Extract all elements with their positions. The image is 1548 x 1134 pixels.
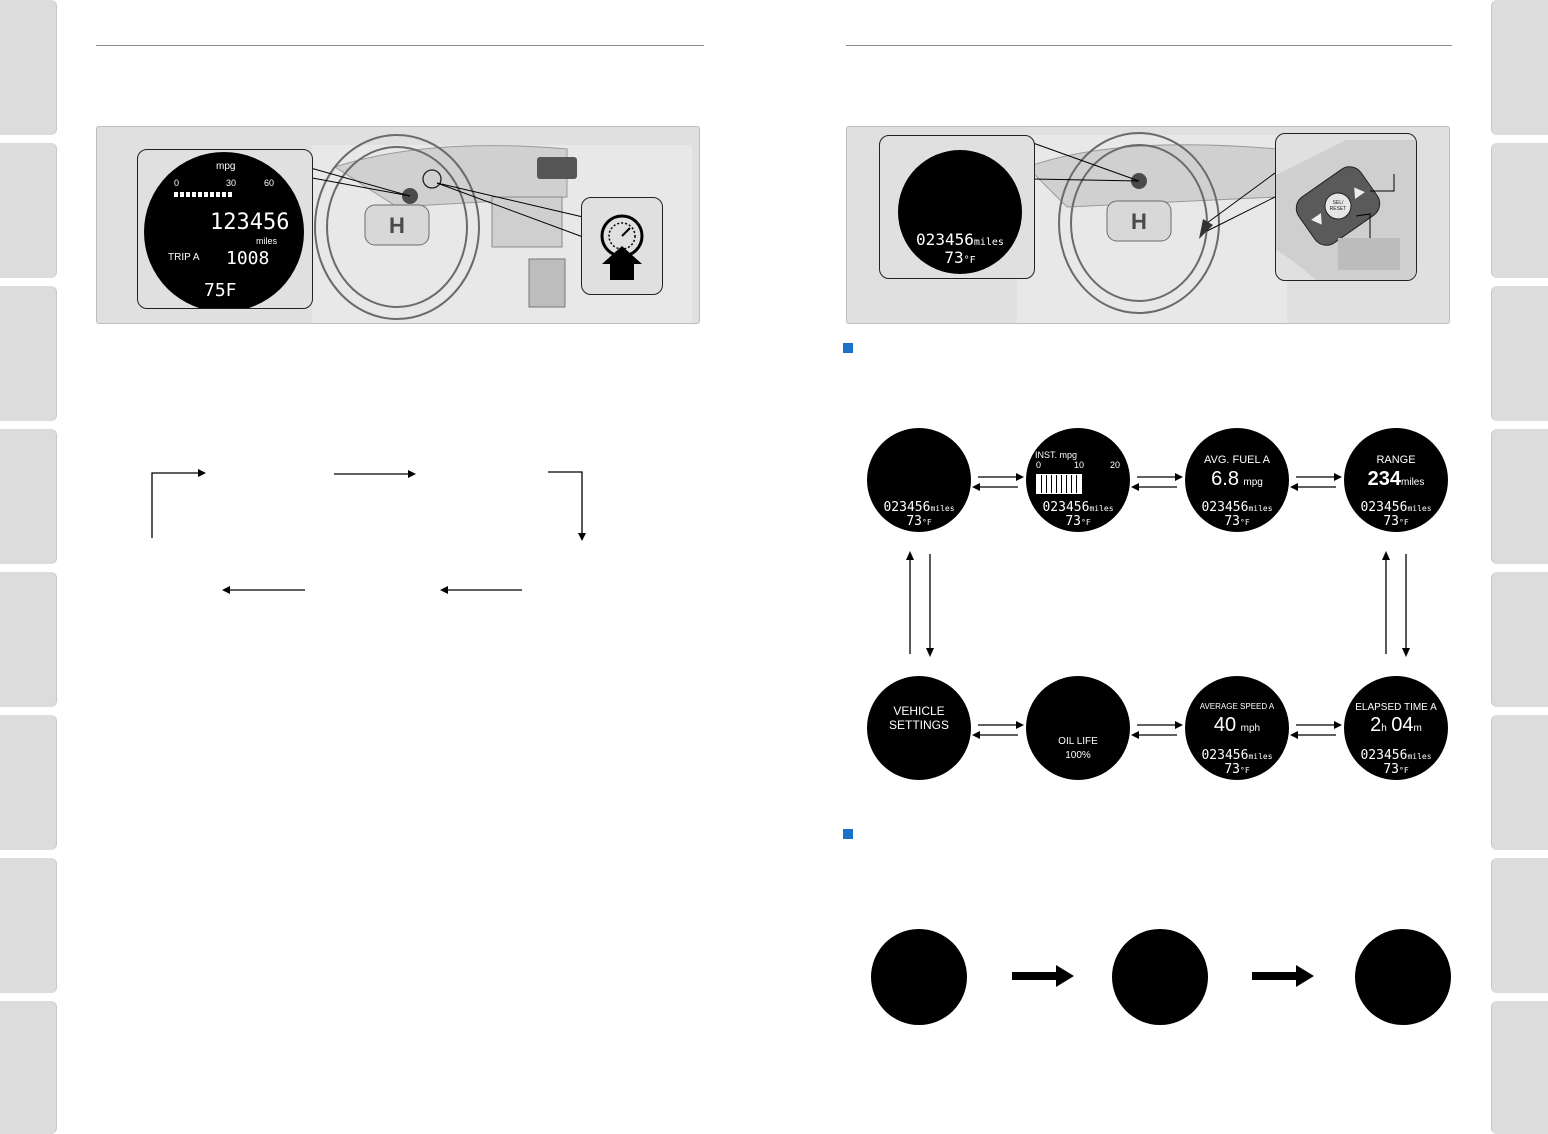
header-rule-left xyxy=(96,45,704,46)
section-tab[interactable] xyxy=(1491,572,1548,707)
meter-tick-30: 30 xyxy=(226,178,237,188)
steering-button-callout: SEL/ RESET xyxy=(1275,133,1417,281)
meter-display: mpg 0 30 60 123456 miles TRIP A 1008 75F xyxy=(144,152,304,308)
section-tab[interactable] xyxy=(0,286,57,421)
sequence-display xyxy=(871,929,967,1025)
section-tab[interactable] xyxy=(0,429,57,564)
instrument-panel-illustration: H mpg 0 30 60 123456 miles TRIP A 1008 7… xyxy=(96,126,700,324)
selector-knob-callout xyxy=(581,197,663,295)
display-cycle-double-arrows xyxy=(906,473,1410,739)
section-tab[interactable] xyxy=(0,143,57,278)
section-tab[interactable] xyxy=(1491,0,1548,135)
header-rule-right xyxy=(846,45,1452,46)
sequence-display xyxy=(1355,929,1451,1025)
display-blank: 023456miles 73°F xyxy=(867,428,971,532)
display-oil-life: OIL LIFE 100% xyxy=(1026,676,1130,780)
meter-tick-0: 0 xyxy=(174,178,180,188)
gauge-knob-icon xyxy=(600,214,644,280)
section-tab[interactable] xyxy=(1491,429,1548,564)
temperature-value: 73 xyxy=(944,248,964,267)
sel-reset-line1: SEL/ xyxy=(1333,200,1344,206)
display-avg-fuel: AVG. FUEL A 6.8 mpg 023456miles 73°F xyxy=(1185,428,1289,532)
section-tab[interactable] xyxy=(0,572,57,707)
sel-reset-line2: RESET xyxy=(1330,206,1347,212)
section-marker xyxy=(843,343,853,353)
odometer-unit: miles xyxy=(973,237,1004,248)
section-tab[interactable] xyxy=(0,715,57,850)
sequence-arrows xyxy=(1012,965,1314,987)
display-avg-speed: AVERAGE SPEED A 40 mph 023456miles 73°F xyxy=(1185,676,1289,780)
odometer-value: 023456 xyxy=(916,230,974,249)
section-tab[interactable] xyxy=(0,0,57,135)
callout-info-display: 023456miles 73°F xyxy=(898,150,1022,274)
meter-trip-label: TRIP A xyxy=(168,252,200,263)
display-range: RANGE 234miles 023456miles 73°F xyxy=(1344,428,1448,532)
meter-callout-box: mpg 0 30 60 123456 miles TRIP A 1008 75F xyxy=(137,149,313,309)
meter-mpg-label: mpg xyxy=(216,161,236,172)
display-callout-box: 023456miles 73°F xyxy=(879,135,1035,279)
svg-text:H: H xyxy=(1131,209,1147,234)
display-inst-mpg: INST. mpg 0 10 20 023456miles 73°F xyxy=(1026,428,1130,532)
inst-mpg-label: INST. mpg xyxy=(1035,450,1078,460)
steering-switch-drawing: SEL/ RESET xyxy=(1276,140,1416,280)
meter-fuel-bar xyxy=(174,192,232,197)
section-tab[interactable] xyxy=(1491,1001,1548,1134)
section-tab[interactable] xyxy=(0,1001,57,1134)
meter-tick-60: 60 xyxy=(264,178,275,188)
sequence-display xyxy=(1112,929,1208,1025)
section-tab[interactable] xyxy=(1491,143,1548,278)
section-tab[interactable] xyxy=(1491,715,1548,850)
inst-mpg-bar xyxy=(1036,474,1082,494)
meter-odo-unit: miles xyxy=(256,236,278,246)
section-tab[interactable] xyxy=(1491,286,1548,421)
meter-temp: 75F xyxy=(204,280,237,301)
display-cycle-arrows xyxy=(151,469,586,594)
meter-odometer: 123456 xyxy=(210,210,290,235)
meter-trip-value: 1008 xyxy=(226,248,270,269)
display-elapsed-time: ELAPSED TIME A 2h 04m 023456miles 73°F xyxy=(1344,676,1448,780)
dashboard-drawing: H xyxy=(1017,132,1287,323)
svg-text:H: H xyxy=(389,213,405,238)
section-tab[interactable] xyxy=(1491,858,1548,993)
steering-controls-illustration: H 023456miles 73°F SEL/ xyxy=(846,126,1450,324)
display-vehicle-settings: VEHICLE SETTINGS xyxy=(867,676,971,780)
section-marker xyxy=(843,829,853,839)
temperature-unit: °F xyxy=(963,255,976,266)
section-tab[interactable] xyxy=(0,858,57,993)
